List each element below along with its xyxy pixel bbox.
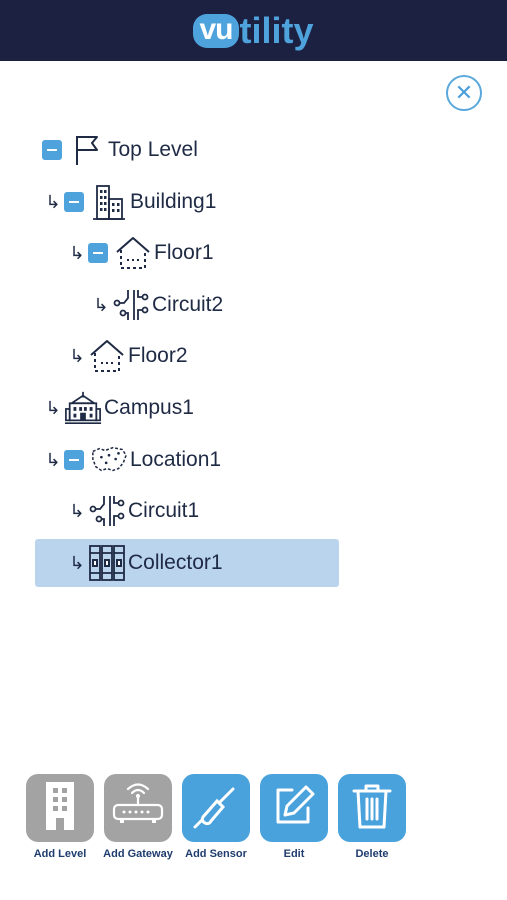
tree-label: Location1 — [130, 448, 222, 471]
collapse-toggle[interactable] — [42, 140, 62, 160]
tree-row-collector1[interactable]: ↳ Collector1 — [35, 539, 339, 587]
tree-row-location1[interactable]: ↳ Location1 — [42, 436, 221, 484]
tree-row-building1[interactable]: ↳ Building1 — [42, 178, 216, 226]
circuit-icon — [112, 286, 150, 324]
router-icon — [110, 782, 166, 834]
edit-icon — [270, 782, 318, 835]
close-button[interactable]: ✕ — [446, 75, 482, 111]
collapse-toggle[interactable] — [64, 450, 84, 470]
add-sensor-button[interactable] — [182, 774, 250, 842]
tree-row-campus1[interactable]: ↳ Campus1 — [42, 384, 194, 432]
tree-label: Building1 — [130, 190, 217, 213]
child-arrow-icon: ↳ — [93, 294, 109, 315]
edit-label: Edit — [283, 848, 305, 860]
building-icon — [40, 780, 80, 837]
logo-text: tility — [239, 9, 314, 51]
add-level-button[interactable] — [26, 774, 94, 842]
child-arrow-icon: ↳ — [45, 397, 61, 418]
add-gateway-label: Add Gateway — [103, 848, 173, 860]
tree-label: Collector1 — [128, 551, 223, 574]
child-arrow-icon: ↳ — [69, 345, 85, 366]
campus-icon — [64, 389, 102, 427]
sensor-probe-icon — [191, 781, 241, 836]
delete-button[interactable] — [338, 774, 406, 842]
tree-label: Circuit2 — [152, 293, 224, 316]
tree-label: Floor1 — [154, 241, 214, 264]
tree-label: Floor2 — [128, 344, 188, 367]
collector-icon — [88, 544, 126, 582]
vutility-logo: vu tility — [193, 9, 314, 52]
building-icon — [90, 183, 128, 221]
app-header: vu tility — [0, 0, 507, 61]
child-arrow-icon: ↳ — [45, 449, 61, 470]
close-icon: ✕ — [454, 80, 474, 105]
child-arrow-icon: ↳ — [69, 242, 85, 263]
flag-icon — [68, 131, 106, 169]
floor-icon — [114, 234, 152, 272]
edit-button[interactable] — [260, 774, 328, 842]
child-arrow-icon: ↳ — [69, 552, 85, 573]
tree-row-circuit2[interactable]: ↳ Circuit2 — [90, 281, 223, 329]
map-icon — [90, 441, 128, 479]
child-arrow-icon: ↳ — [69, 500, 85, 521]
tree-label: Top Level — [108, 138, 198, 161]
add-gateway-button[interactable] — [104, 774, 172, 842]
trash-icon — [350, 781, 394, 836]
circuit-icon — [88, 492, 126, 530]
tree-label: Campus1 — [104, 396, 194, 419]
add-sensor-label: Add Sensor — [185, 848, 247, 860]
logo-pill: vu — [193, 13, 239, 48]
floor-icon — [88, 337, 126, 375]
delete-label: Delete — [355, 848, 389, 860]
tree-row-circuit1[interactable]: ↳ Circuit1 — [66, 487, 199, 535]
tree-row-floor1[interactable]: ↳ Floor1 — [66, 229, 214, 277]
child-arrow-icon: ↳ — [45, 191, 61, 212]
tree-row-top-level[interactable]: Top Level — [42, 126, 198, 174]
add-level-label: Add Level — [33, 848, 87, 860]
collapse-toggle[interactable] — [64, 192, 84, 212]
collapse-toggle[interactable] — [88, 243, 108, 263]
tree-row-floor2[interactable]: ↳ Floor2 — [66, 332, 188, 380]
tree-label: Circuit1 — [128, 499, 200, 522]
